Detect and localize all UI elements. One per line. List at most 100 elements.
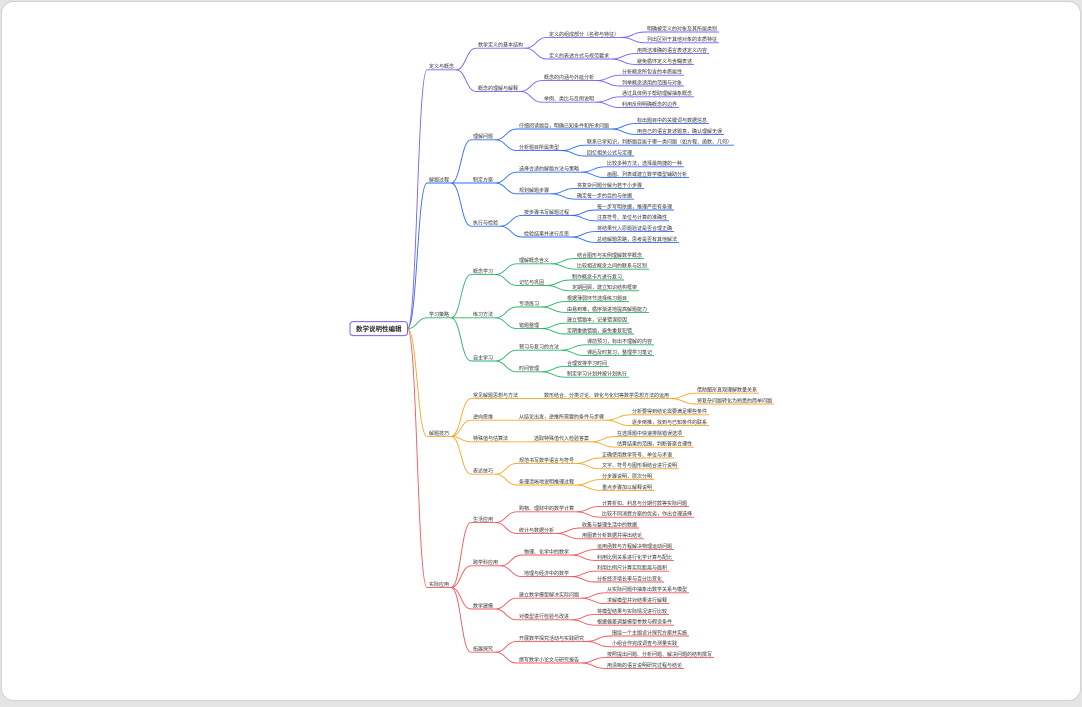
detail-node[interactable]: 对模型进行检验与改进 xyxy=(517,613,571,621)
branch-node[interactable]: 定义与概念 xyxy=(427,63,456,71)
detail-node[interactable]: 定义的组成部分（名称与特征） xyxy=(547,31,621,38)
detail-node[interactable]: 检验结果并进行反思 xyxy=(522,230,571,238)
subtopic-node[interactable]: 数学建模 xyxy=(471,602,495,610)
leaf-node[interactable]: 求解模型并对结果进行解释 xyxy=(605,597,669,605)
leaf-node[interactable]: 回忆相关公式与定理 xyxy=(585,149,634,157)
subtopic-node[interactable]: 逆向思维 xyxy=(471,414,495,421)
leaf-node[interactable]: 小组合作完成调查与测量实践 xyxy=(610,640,679,648)
leaf-node[interactable]: 将复杂问题转化为熟悉的简单问题 xyxy=(695,397,774,405)
detail-node[interactable]: 从结论出发，逆推所需要的条件与步骤 xyxy=(517,414,606,421)
detail-node[interactable]: 购物、理财中的数学计算 xyxy=(517,505,576,513)
detail-node[interactable]: 撰写数学小论文与研究报告 xyxy=(517,656,581,664)
subtopic-node[interactable]: 自主学习 xyxy=(471,354,495,362)
detail-node[interactable]: 统计与数据分析 xyxy=(517,527,556,534)
subtopic-node[interactable]: 拓展探究 xyxy=(471,646,495,653)
leaf-node[interactable]: 运用函数与方程解决物理运动问题 xyxy=(595,543,674,551)
leaf-node[interactable]: 根据偏差调整模型参数与假设条件 xyxy=(595,619,674,626)
detail-node[interactable]: 定义的表述方式与规范要求 xyxy=(547,52,611,60)
subtopic-node[interactable]: 执行与检验 xyxy=(471,220,500,227)
detail-node[interactable]: 按步骤书写解题过程 xyxy=(522,209,571,216)
subtopic-node[interactable]: 表达技巧 xyxy=(471,468,495,475)
leaf-node[interactable]: 课后及时复习，整理学习笔记 xyxy=(585,349,654,357)
leaf-node[interactable]: 通过具体例子帮助理解抽象概念 xyxy=(620,90,694,98)
leaf-node[interactable]: 标出题目中的关键词与数据信息 xyxy=(635,117,709,125)
leaf-node[interactable]: 课前预习，标出不理解的内容 xyxy=(585,338,654,346)
branch-node[interactable]: 学习策略 xyxy=(427,311,451,319)
subtopic-node[interactable]: 跨学科应用 xyxy=(471,559,500,567)
leaf-node[interactable]: 建立错题本，记录错误原因 xyxy=(565,317,629,324)
leaf-node[interactable]: 联系已学知识，判断题目属于哪一类问题（如方程、函数、几何） xyxy=(585,139,734,146)
leaf-node[interactable]: 确定每一步的目的与依据 xyxy=(575,193,634,200)
subtopic-node[interactable]: 制定方案 xyxy=(471,176,495,184)
leaf-node[interactable]: 分步骤说明，层次分明 xyxy=(600,473,654,481)
leaf-node[interactable]: 从实际问题中抽象出数学关系与模型 xyxy=(605,586,689,594)
leaf-node[interactable]: 计算折扣、利息与分期付款等实际问题 xyxy=(600,500,689,507)
leaf-node[interactable]: 重点步骤加以解释说明 xyxy=(600,484,654,491)
leaf-node[interactable]: 用图表分析数据并得出结论 xyxy=(580,532,644,540)
detail-node[interactable]: 选择合适的解题方法与策略 xyxy=(517,166,581,173)
leaf-node[interactable]: 列举概念适用的范围与对象 xyxy=(620,79,684,87)
detail-node[interactable]: 开展数学探究活动与实践研究 xyxy=(517,635,586,642)
leaf-node[interactable]: 分析经济增长率与百分比变化 xyxy=(595,575,664,583)
leaf-node[interactable]: 定期重做错题，避免重复犯错 xyxy=(565,327,634,335)
subtopic-node[interactable]: 概念的理解与解释 xyxy=(476,85,520,92)
leaf-node[interactable]: 借助图形直观理解数量关系 xyxy=(695,387,759,394)
detail-node[interactable]: 时间管理 xyxy=(517,365,541,373)
leaf-node[interactable]: 用清晰的语言说明研究过程与结论 xyxy=(605,662,684,669)
leaf-node[interactable]: 围绕一个主题设计探究方案并实施 xyxy=(610,629,689,637)
detail-node[interactable]: 概念的内涵与外延分析 xyxy=(542,74,596,82)
detail-node[interactable]: 记忆与巩固 xyxy=(517,279,546,286)
leaf-node[interactable]: 制作概念卡片进行复习 xyxy=(570,273,624,281)
branch-node[interactable]: 解题过程 xyxy=(427,176,451,184)
leaf-node[interactable]: 利用比例关系进行化学计算与配比 xyxy=(595,554,674,561)
detail-node[interactable]: 仔细阅读题目，明确已知条件和所求问题 xyxy=(517,122,611,130)
leaf-node[interactable]: 根据薄弱环节选择练习题目 xyxy=(565,295,629,303)
detail-node[interactable]: 条理清晰地说明推理过程 xyxy=(517,478,576,486)
leaf-node[interactable]: 分析概念所包含的本质属性 xyxy=(620,69,684,76)
leaf-node[interactable]: 按照提出问题、分析问题、解决问题的结构撰写 xyxy=(605,651,714,659)
leaf-node[interactable]: 总结解题思路，思考是否有其他解法 xyxy=(595,236,679,243)
subtopic-node[interactable]: 特殊值与估算法 xyxy=(471,435,510,443)
detail-node[interactable]: 预习与复习的方法 xyxy=(517,344,561,351)
leaf-node[interactable]: 利用反例明确概念的边界 xyxy=(620,101,679,109)
leaf-node[interactable]: 结合图形与实例理解数学概念 xyxy=(575,252,644,259)
subtopic-node[interactable]: 生活应用 xyxy=(471,516,495,524)
subtopic-node[interactable]: 练习方法 xyxy=(471,311,495,319)
leaf-node[interactable]: 每一步写明依据，推理严密有条理 xyxy=(595,203,674,211)
detail-node[interactable]: 规范书写数学语言与符号 xyxy=(517,457,576,464)
leaf-node[interactable]: 正确使用数学符号、单位与术语 xyxy=(600,451,674,459)
branch-node[interactable]: 解题技巧 xyxy=(427,430,451,437)
subtopic-node[interactable]: 概念学习 xyxy=(471,268,495,276)
detail-node[interactable]: 物理、化学中的数学 xyxy=(522,548,571,556)
detail-node[interactable]: 建立数学模型解决实际问题 xyxy=(517,592,581,599)
leaf-node[interactable]: 文字、符号与图形相结合进行说明 xyxy=(600,462,679,470)
subtopic-node[interactable]: 数学定义的基本结构 xyxy=(476,42,525,49)
leaf-node[interactable]: 定期回顾，建立知识结构框架 xyxy=(570,284,639,292)
leaf-node[interactable]: 制定学习计划并按计划执行 xyxy=(565,371,629,378)
leaf-node[interactable]: 在选择题中快速排除错误选项 xyxy=(615,430,684,437)
leaf-node[interactable]: 将模型结果与实际情况进行比较 xyxy=(595,608,669,615)
leaf-node[interactable]: 将复杂问题分解为若干小步骤 xyxy=(575,182,644,189)
branch-node[interactable]: 实际应用 xyxy=(427,581,451,588)
leaf-node[interactable]: 明确被定义的对象及其所属类别 xyxy=(645,25,719,33)
detail-node[interactable]: 规划解题步骤 xyxy=(517,187,551,195)
leaf-node[interactable]: 逐步倒推，找到与已知条件的联系 xyxy=(630,419,709,427)
root-node[interactable]: 数学说明性编辑 xyxy=(349,321,408,337)
detail-node[interactable]: 理解概念含义 xyxy=(517,257,551,265)
leaf-node[interactable]: 利用比例尺计算实际距离与面积 xyxy=(595,565,669,572)
detail-node[interactable]: 举例、类比与反例说明 xyxy=(542,96,596,103)
detail-node[interactable]: 错题整理 xyxy=(517,322,541,330)
leaf-node[interactable]: 估算结果的范围，判断答案合理性 xyxy=(615,441,694,448)
subtopic-node[interactable]: 理解问题 xyxy=(471,133,495,141)
leaf-node[interactable]: 收集与整理生活中的数据 xyxy=(580,521,639,529)
leaf-node[interactable]: 用自己的语言复述题意，确认理解无误 xyxy=(635,128,724,135)
leaf-node[interactable]: 合理安排学习时间 xyxy=(565,360,609,367)
leaf-node[interactable]: 比较多种方法，选择最简捷的一种 xyxy=(605,160,684,168)
leaf-node[interactable]: 用简洁准确的语言表述定义内容 xyxy=(635,47,709,55)
detail-node[interactable]: 选取特殊值代入检验答案 xyxy=(532,435,591,443)
detail-node[interactable]: 专项练习 xyxy=(517,300,541,308)
leaf-node[interactable]: 比较不同消费方案的优劣，作出合理选择 xyxy=(600,511,694,518)
leaf-node[interactable]: 由易到难，循序渐进地提高解题能力 xyxy=(565,306,649,313)
leaf-node[interactable]: 分析要得到结论需要满足哪些条件 xyxy=(630,408,709,416)
leaf-node[interactable]: 避免循环定义与含糊表述 xyxy=(635,58,694,65)
